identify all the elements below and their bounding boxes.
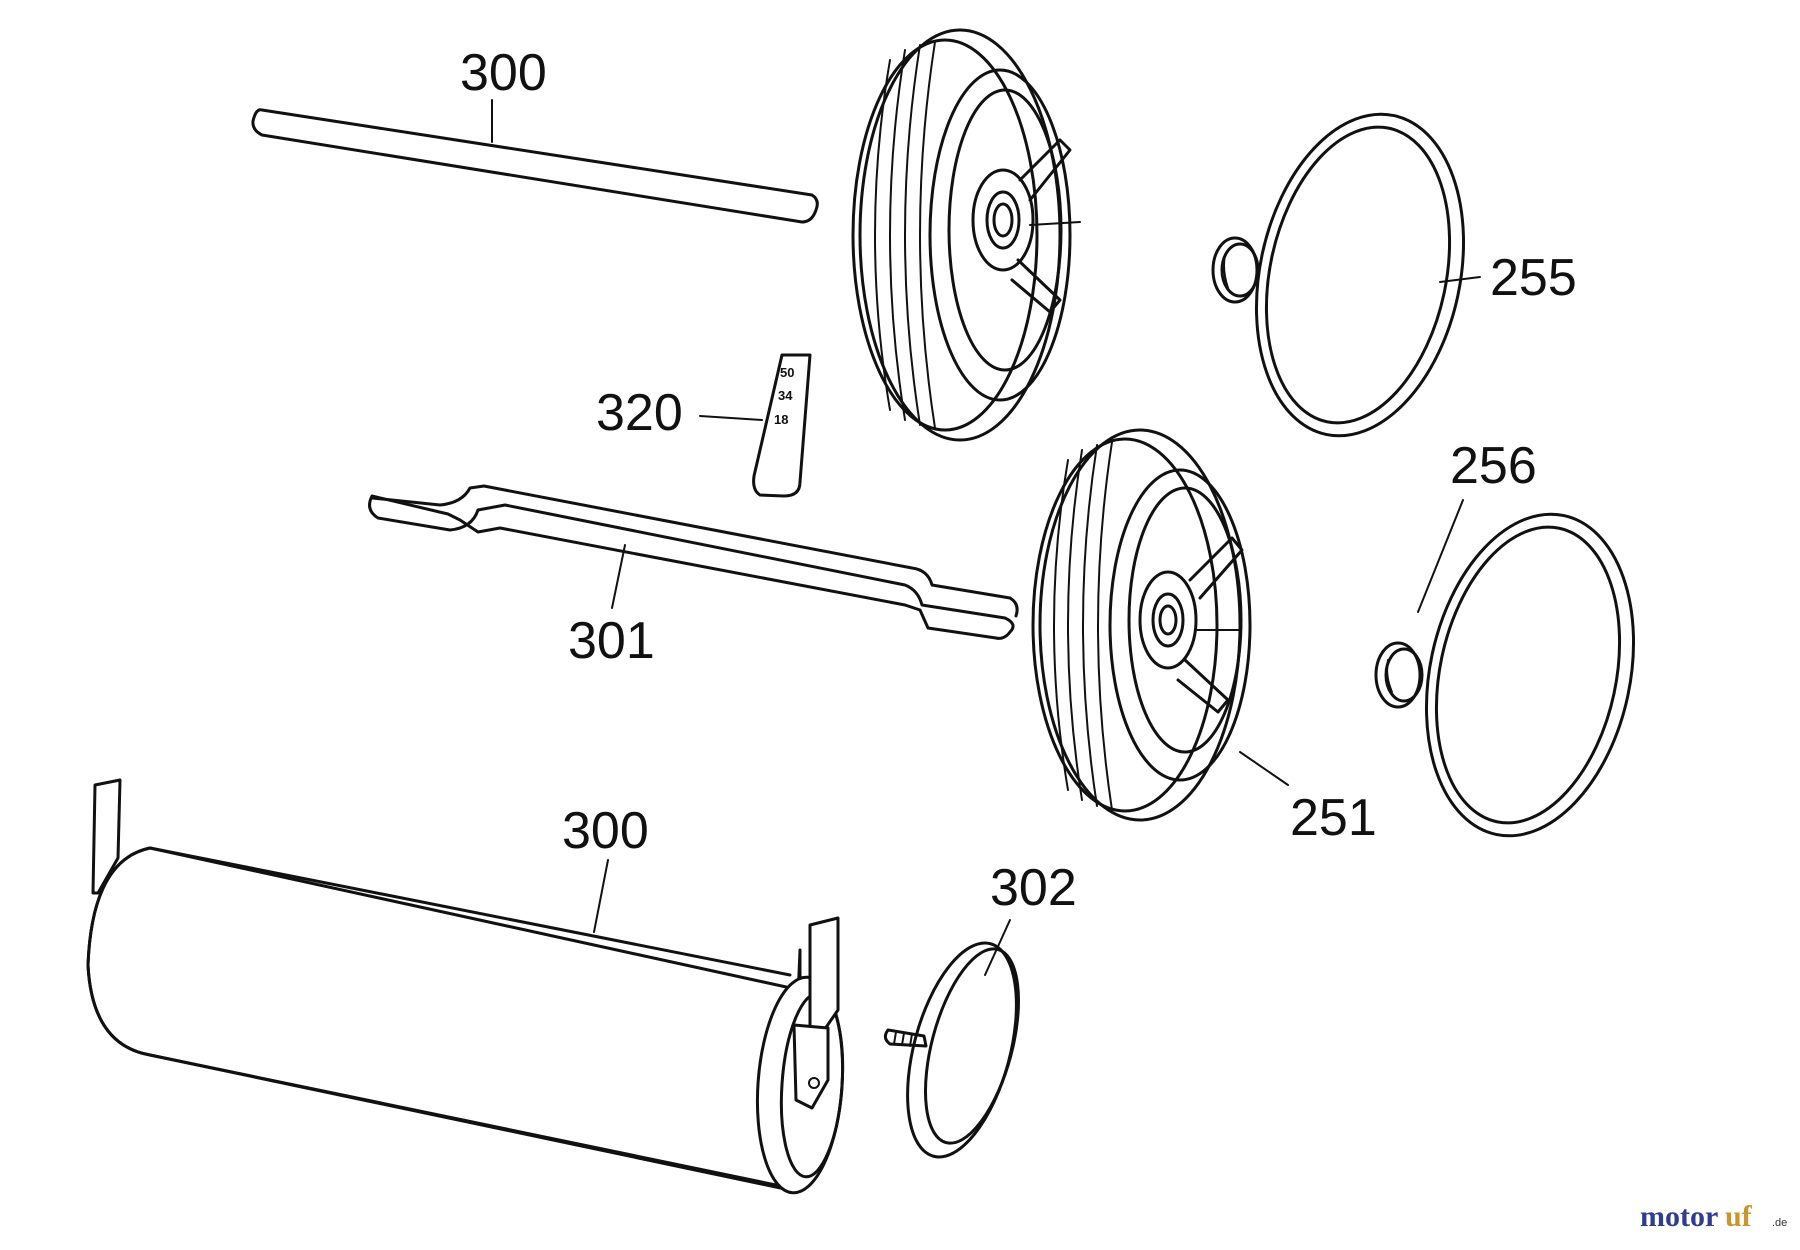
lower-tire-ring	[1424, 512, 1636, 838]
upper-axle	[251, 99, 819, 224]
roller-drum	[86, 778, 845, 1195]
svg-text:motor: motor	[1640, 1200, 1718, 1233]
label-end-cap: 302	[990, 859, 1077, 917]
leader-adjuster	[699, 415, 763, 421]
lower-wheel	[1031, 428, 1252, 822]
leader-wheel	[1239, 751, 1289, 786]
label-lower-axle: 301	[568, 612, 655, 670]
label-roller: 300	[562, 802, 649, 860]
watermark-logo: motor uf .de	[1640, 1200, 1787, 1233]
upper-wheel	[851, 28, 1081, 442]
svg-text:.de: .de	[1772, 1217, 1787, 1229]
label-adjuster: 320	[596, 384, 683, 442]
leader-tire-ring-upper	[1439, 276, 1481, 283]
svg-text:18: 18	[774, 412, 788, 427]
height-adjuster: 50 34 18	[752, 353, 812, 498]
svg-text:50: 50	[780, 365, 794, 380]
upper-tire-ring	[1254, 112, 1466, 438]
label-hub-cap: 256	[1450, 437, 1537, 495]
roller-end-cap	[883, 941, 1021, 1159]
lower-cranked-axle	[368, 484, 1019, 640]
svg-text:34: 34	[778, 388, 793, 403]
lower-hub-cap	[1374, 641, 1424, 709]
label-upper-axle: 300	[460, 44, 547, 102]
label-tire-ring-upper: 255	[1490, 249, 1577, 307]
leader-hub-cap	[1417, 499, 1464, 613]
upper-hub-cap	[1211, 236, 1260, 304]
svg-text:uf: uf	[1725, 1200, 1753, 1233]
leader-end-cap	[984, 919, 1011, 976]
label-wheel: 251	[1290, 789, 1377, 847]
